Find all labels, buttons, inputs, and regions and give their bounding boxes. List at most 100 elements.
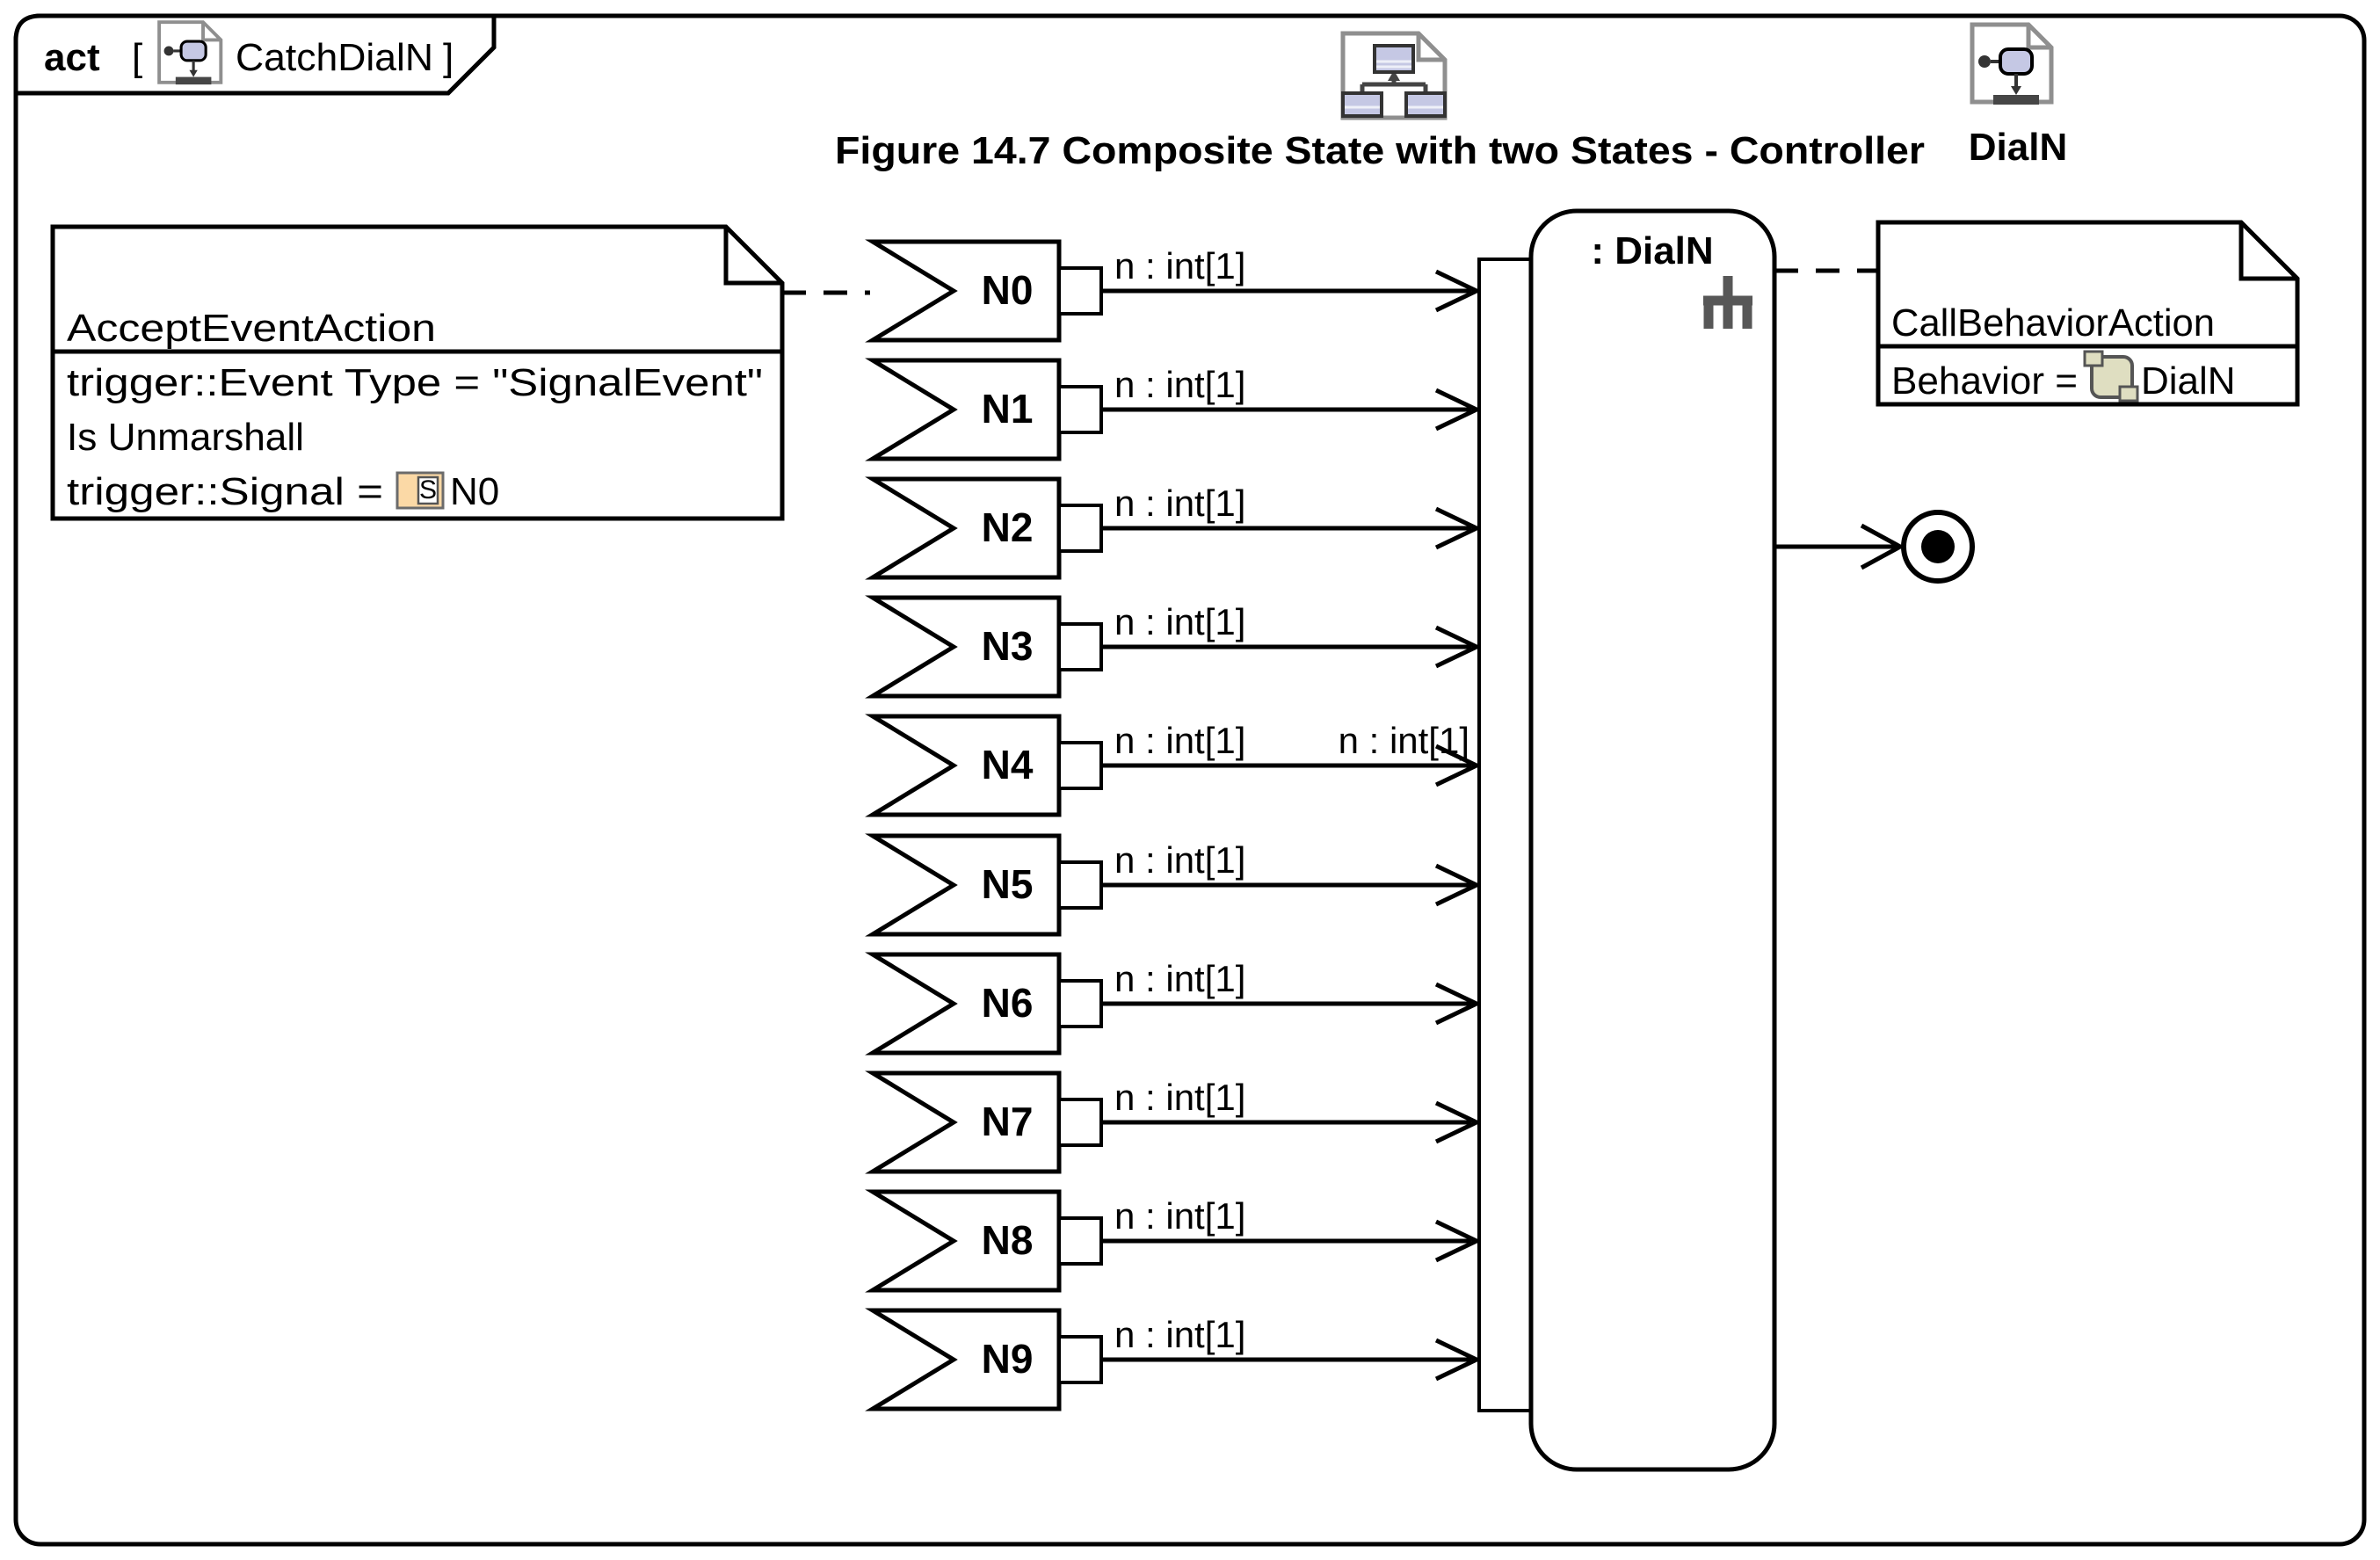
accept-event-shape [865,476,1062,580]
signal-label: N9 [982,1336,1034,1382]
accept-event-shape [865,1308,1062,1411]
call-behavior-action-note: CallBehaviorAction Behavior = DialN [1876,220,2300,407]
note-shape [1876,220,2300,407]
tab-shape [13,13,497,96]
hierarchy-connector [1360,81,1428,93]
signal-label: N0 [982,267,1034,313]
signal-label: N2 [982,504,1034,550]
arrowhead-icon [1434,388,1482,432]
output-pin [1057,1098,1103,1147]
pin-type-label: n : int[1] [1114,245,1245,287]
accept-event-shape [865,358,1062,461]
note-shape [50,224,785,521]
signal-row-n1: N1 n : int[1] [865,358,1482,461]
document-fold [1416,33,1445,62]
arrowhead-icon [1434,1338,1482,1382]
activity-name-label: DialN [1969,126,2067,169]
pin-type-label: n : int[1] [1114,601,1245,642]
figure-caption: Figure 14.7 Composite State with two Sta… [835,129,1925,172]
signal-row-n0: N0 n : int[1] [865,239,1482,343]
accept-event-shape [865,1189,1062,1293]
signal-label: N5 [982,861,1034,907]
action-shape [1528,208,1777,1472]
note-line-1: trigger::Event Type = "SignalEvent" [67,361,763,404]
accept-event-shape [865,1070,1062,1174]
note-fold [723,227,782,286]
signal-label: N4 [982,742,1034,787]
note-line-2: Is Unmarshall [67,416,304,459]
diagram-overview-icon [1340,31,1448,120]
signal-label: N6 [982,980,1034,1026]
accept-event-shape [865,239,1062,343]
output-pin [1057,860,1103,910]
call-behavior-action-dialn: : DialN [1528,208,1777,1472]
accept-event-shape [865,952,1062,1056]
signal-row-n3: N3 n : int[1] [865,595,1482,699]
output-pin [1057,1216,1103,1266]
arrowhead-icon [1434,269,1482,313]
tab-diagram-name: CatchDialN [236,36,433,79]
signal-label: N3 [982,623,1034,669]
signal-label: N7 [982,1099,1034,1144]
behavior-icon-pin-top [2083,350,2104,367]
output-pin [1057,266,1103,316]
arrowhead-icon [1434,1100,1482,1144]
hierarchy-arrowhead [1388,70,1400,81]
note-title: CallBehaviorAction [1891,301,2215,345]
accept-event-action-note: AcceptEventAction trigger::Event Type = … [50,224,785,521]
output-pin [1057,622,1103,671]
action-input-pin-bar [1477,258,1533,1412]
rake-glyph [1703,276,1752,329]
final-node-inner-dot [1921,530,1955,563]
signal-row-n2: N2 n : int[1] [865,476,1482,580]
class-box-left [1341,91,1383,118]
arrowhead-icon [1434,506,1482,550]
signal-row-n4: N4 n : int[1] n : int[1] [865,714,1482,817]
signal-row-n9: N9 n : int[1] [865,1308,1482,1411]
pin-type-label: n : int[1] [1114,720,1245,761]
output-pin [1057,385,1103,434]
action-title: : DialN [1591,229,1713,272]
tab-keyword: act [44,36,100,79]
signal-icon-inner-box [417,475,439,505]
accept-event-shape [865,833,1062,937]
behavior-icon-pin-bottom [2118,385,2139,403]
pin-type-label: n : int[1] [1114,483,1245,524]
pin-type-label: n : int[1] [1114,1077,1245,1118]
input-pin-type-label: n : int[1] [1339,720,1469,761]
accept-event-shape [865,714,1062,817]
signal-row-n7: N7 n : int[1] [865,1070,1482,1174]
output-pin [1057,1335,1103,1384]
rake-icon [1703,276,1752,329]
arrowhead-icon [1434,982,1482,1026]
pin-type-label: n : int[1] [1114,364,1245,405]
arrowhead-icon [1434,744,1482,787]
pin-type-label: n : int[1] [1114,958,1245,999]
signal-label: N1 [982,386,1034,432]
pin-type-label: n : int[1] [1114,1314,1245,1355]
arrowhead-icon [1434,625,1482,669]
signal-icon: S [395,471,445,510]
note-title: AcceptEventAction [67,307,436,350]
signal-label: N8 [982,1217,1034,1263]
output-pin [1057,741,1103,790]
note-fold [2239,222,2297,281]
arrowhead-icon [1860,523,1905,570]
tab-bracket-open: [ [132,36,142,79]
pin-type-label: n : int[1] [1114,1195,1245,1237]
arrowhead-icon [1434,863,1482,907]
pin-type-label: n : int[1] [1114,839,1245,881]
output-pin [1057,979,1103,1028]
signal-row-n8: N8 n : int[1] [865,1189,1482,1293]
activity-final-node [1901,510,1975,584]
behavior-icon [2083,350,2139,403]
arrowhead-icon [1434,1219,1482,1263]
note-line-3-value: N0 [450,470,499,513]
signal-row-n5: N5 n : int[1] [865,833,1482,937]
tab-bracket-close: ] [443,36,454,79]
signal-icon-letter: S [419,475,437,504]
note-line-prefix: Behavior = [1891,359,2078,403]
accept-event-shape [865,595,1062,699]
class-box-right [1404,91,1447,118]
